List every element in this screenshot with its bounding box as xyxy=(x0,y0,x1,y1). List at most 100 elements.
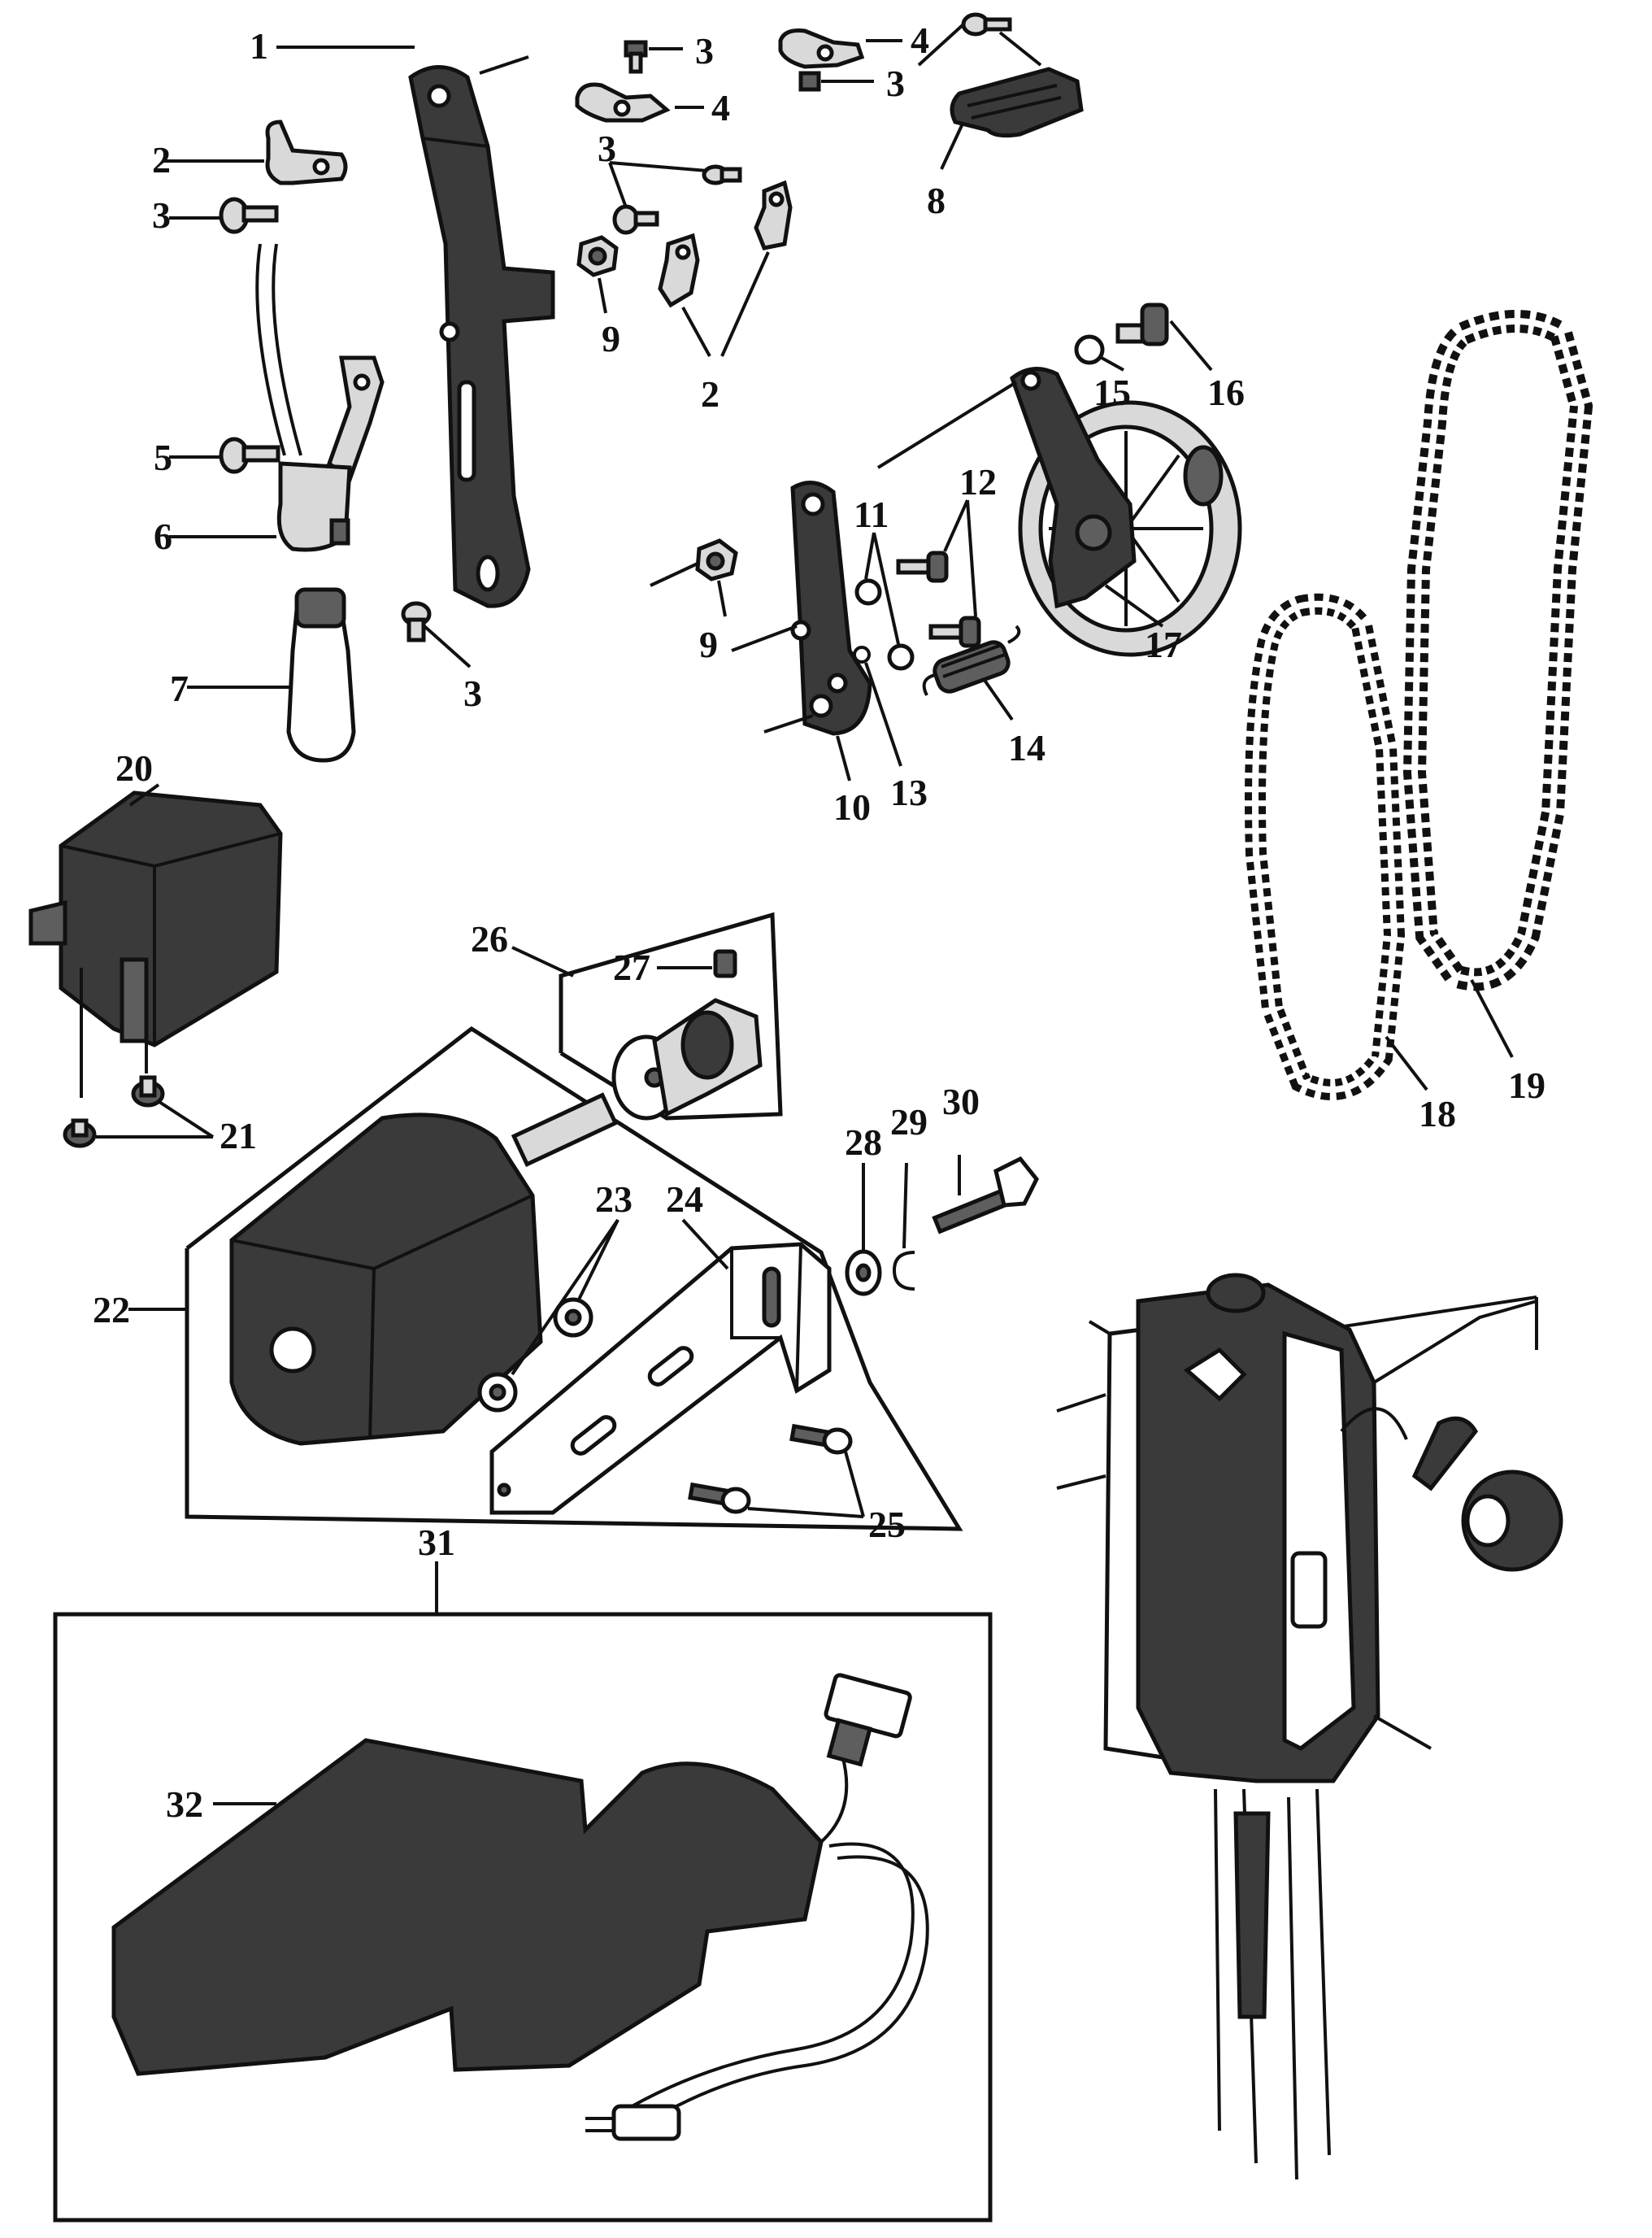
clip-part-4-right xyxy=(778,28,865,69)
lever-part-10 xyxy=(790,481,872,736)
label-18: 18 xyxy=(1419,1093,1456,1134)
bulb-part-7 xyxy=(286,587,356,763)
pulley-part-17 xyxy=(1010,367,1242,657)
belt-part-18 xyxy=(1245,593,1406,1100)
screw-part-12-a xyxy=(896,551,949,583)
screw-part-25-b xyxy=(789,1423,853,1455)
label-3-top: 3 xyxy=(695,30,714,72)
screw-part-21-a xyxy=(63,1118,97,1148)
label-32: 32 xyxy=(166,1783,203,1825)
leader-29 xyxy=(902,1162,908,1249)
clip-part-4-mid xyxy=(575,82,671,123)
clip-part-2-left xyxy=(265,120,348,185)
switch-part-20 xyxy=(28,790,283,1047)
label-8: 8 xyxy=(927,180,946,221)
label-5: 5 xyxy=(154,437,172,478)
leader-9-mid xyxy=(717,580,727,617)
leader-2-mid-a xyxy=(681,307,711,357)
leader-26 xyxy=(511,946,574,977)
screw-part-3-top xyxy=(624,40,648,74)
motor-assembly-box xyxy=(185,1025,963,1531)
label-16: 16 xyxy=(1207,372,1245,413)
screw-part-3-right xyxy=(798,71,821,92)
machine-head-view xyxy=(1056,1273,1563,2180)
leader-12-a xyxy=(943,499,969,552)
screw-part-3-left xyxy=(219,197,279,234)
label-29: 29 xyxy=(890,1101,928,1143)
leader-11-a xyxy=(864,532,876,580)
bracket-part-1 xyxy=(408,65,555,608)
washer-part-23-a xyxy=(553,1297,593,1338)
ring-part-29 xyxy=(892,1251,915,1291)
label-4-mid: 4 xyxy=(711,87,730,128)
pulley-part-26 xyxy=(611,998,763,1121)
leader-14 xyxy=(982,677,1014,721)
label-3-left: 3 xyxy=(152,194,171,236)
label-26: 26 xyxy=(471,918,508,960)
leader-25-b xyxy=(844,1451,865,1517)
screw-part-3-middle-a xyxy=(702,164,742,185)
leader-11-b xyxy=(872,532,900,645)
leader-25-a xyxy=(747,1507,864,1518)
label-2-mid: 2 xyxy=(701,373,719,415)
screw-part-3-middle-b xyxy=(612,204,659,235)
nut-part-9-top xyxy=(576,235,619,277)
label-3-bottom: 3 xyxy=(463,673,482,714)
washer-part-15 xyxy=(1074,334,1105,365)
screw-part-12-b xyxy=(928,616,981,648)
leader-3-mid-b xyxy=(608,162,628,208)
leader-15 xyxy=(1101,356,1124,372)
leader-10-b xyxy=(763,714,814,734)
socket-assembly xyxy=(255,243,385,552)
ring-part-13 xyxy=(853,646,871,664)
plate-part-8 xyxy=(950,12,1084,138)
screw-part-25-a xyxy=(688,1482,751,1514)
leader-23-b xyxy=(511,1218,620,1376)
label-22: 22 xyxy=(93,1289,130,1330)
bracket-part-24 xyxy=(489,1242,832,1515)
spring-part-14 xyxy=(922,625,1021,696)
label-9-top: 9 xyxy=(602,318,620,359)
motor-part-22 xyxy=(229,1092,619,1446)
label-10: 10 xyxy=(833,786,871,828)
washer-part-11-b xyxy=(887,643,915,671)
screw-part-16 xyxy=(1115,303,1169,346)
label-4-right: 4 xyxy=(911,20,929,61)
label-6: 6 xyxy=(154,516,172,557)
leader-13 xyxy=(864,662,902,767)
leader-21-b xyxy=(158,1100,215,1139)
leader-3-mid-a xyxy=(609,161,708,172)
leader-10-a xyxy=(731,625,798,652)
setscrew-part-27 xyxy=(713,949,737,978)
label-7: 7 xyxy=(170,668,189,709)
leader-10 xyxy=(836,735,851,782)
label-17: 17 xyxy=(1145,624,1182,665)
leader-12-b xyxy=(966,499,977,617)
screw-part-3-bottom xyxy=(401,601,432,642)
leader-8 xyxy=(940,121,965,170)
leader-2-mid-b xyxy=(720,251,770,357)
label-3-mid: 3 xyxy=(598,128,616,169)
label-23: 23 xyxy=(595,1178,633,1220)
label-31: 31 xyxy=(418,1522,455,1563)
screw-part-21-b xyxy=(131,1075,165,1108)
nut-part-9-mid xyxy=(695,538,738,581)
bolt-part-30 xyxy=(932,1156,1039,1234)
leader-3-bottom xyxy=(423,625,472,668)
label-14: 14 xyxy=(1008,727,1046,768)
leader-17 xyxy=(1104,584,1164,628)
label-21: 21 xyxy=(220,1115,257,1156)
clip-part-2-mid-b xyxy=(754,180,793,250)
label-9-mid: 9 xyxy=(699,624,718,665)
label-15: 15 xyxy=(1093,372,1131,413)
leader-9-mid-a xyxy=(650,562,698,587)
label-30: 30 xyxy=(942,1081,980,1122)
leader-17-top xyxy=(876,381,1018,469)
leader-8-screw-b xyxy=(998,31,1042,67)
washer-part-23-b xyxy=(477,1372,518,1413)
label-12: 12 xyxy=(959,461,997,503)
leader-9-top xyxy=(598,277,607,314)
label-28: 28 xyxy=(845,1121,882,1163)
label-19: 19 xyxy=(1508,1065,1545,1106)
